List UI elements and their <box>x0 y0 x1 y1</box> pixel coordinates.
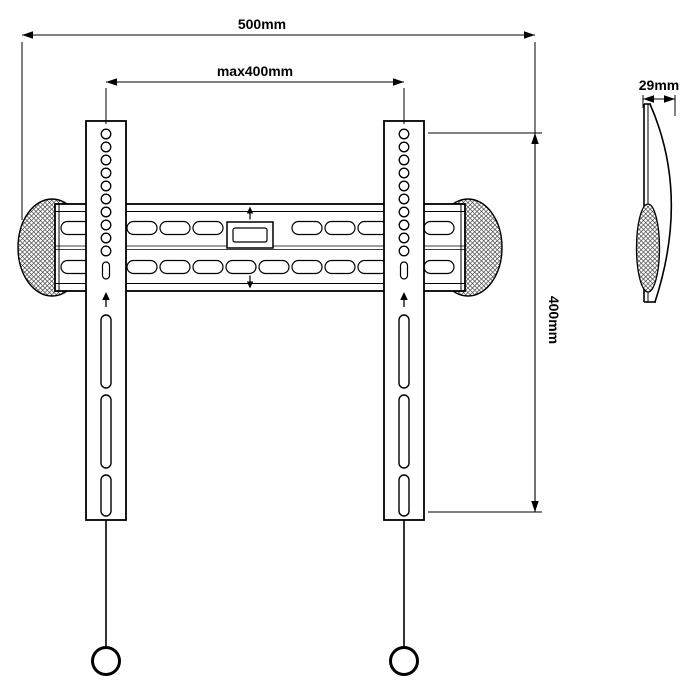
down-arrow-icon <box>246 281 254 289</box>
front-view: 500mm max400mm 400mm <box>17 16 562 676</box>
plate-slot <box>423 259 455 275</box>
overall-width-label: 500mm <box>238 16 286 32</box>
dim-rail-height: 400mm <box>428 132 562 513</box>
center-lock-slot <box>232 227 268 243</box>
side-view: 29mm <box>635 77 679 303</box>
left-vesa-rail <box>85 120 127 521</box>
plate-slot <box>324 259 356 275</box>
max-hole-width-label: max400mm <box>217 63 293 79</box>
depth-label: 29mm <box>639 77 679 93</box>
plate-slot <box>423 220 455 236</box>
dim-max-hole-width: max400mm <box>105 63 405 124</box>
plate-slot <box>192 259 224 275</box>
plate-slot <box>291 259 323 275</box>
plate-slot <box>192 220 224 236</box>
side-end-cap <box>635 203 661 293</box>
plate-slot <box>126 259 158 275</box>
left-release-cord <box>91 518 121 676</box>
dim-overall-width: 500mm <box>21 16 536 220</box>
plate-slot <box>159 220 191 236</box>
side-profile-front-curve <box>649 103 673 303</box>
plate-slot <box>126 220 158 236</box>
rail-height-label: 400mm <box>546 296 562 344</box>
right-release-cord <box>389 518 419 676</box>
right-vesa-rail <box>383 120 425 521</box>
up-arrow-icon <box>246 206 254 214</box>
plate-slot <box>258 259 290 275</box>
plate-slot <box>225 259 257 275</box>
plate-slot <box>324 220 356 236</box>
plate-slot <box>159 259 191 275</box>
plate-slot <box>291 220 323 236</box>
dim-depth: 29mm <box>639 77 679 116</box>
